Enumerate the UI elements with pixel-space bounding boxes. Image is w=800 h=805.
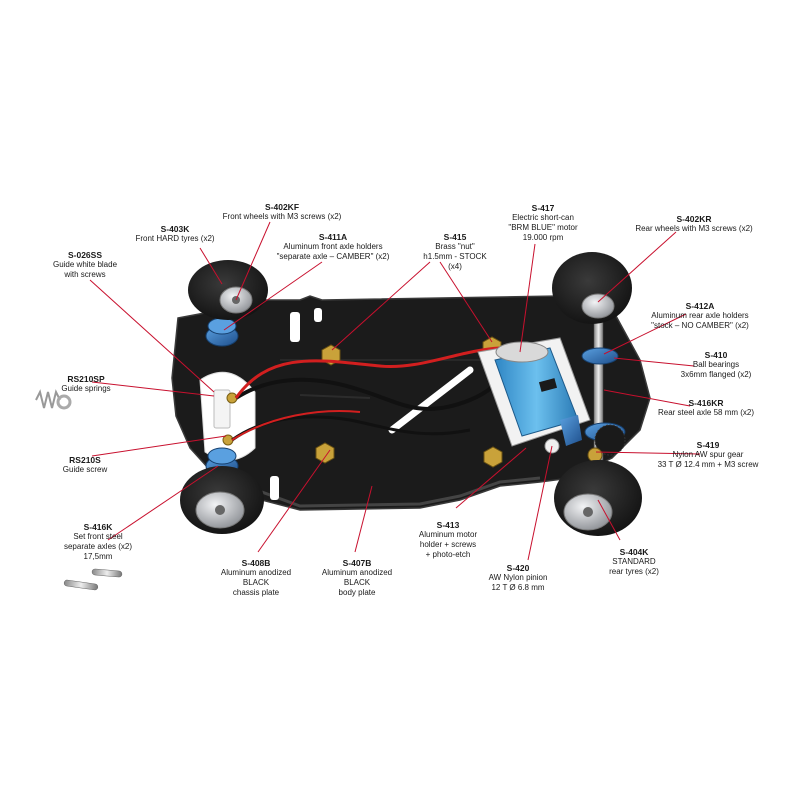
- leader-407b: [354, 485, 373, 553]
- label-407b: S-407B Aluminum anodized BLACK body plat…: [321, 558, 393, 597]
- leader-026ss: [89, 279, 215, 393]
- leader-410: [613, 357, 695, 367]
- leader-412a: [603, 313, 687, 355]
- leader-408b: [257, 449, 331, 553]
- label-403k: S-403K Front HARD tyres (x2): [135, 224, 215, 243]
- leader-lines: [89, 221, 701, 561]
- label-404k: S-404K STANDARD rear tyres (x2): [609, 547, 659, 576]
- leader-415-a: [331, 261, 431, 351]
- leader-413: [455, 447, 527, 509]
- motor-assembly: [477, 337, 591, 454]
- label-419: S-419 Nylon AW spur gear 33 T Ø 12.4 mm …: [657, 440, 759, 469]
- label-rs210sp: RS210SP Guide springs: [61, 374, 111, 393]
- label-026ss: S-026SS Guide white blade with screws: [52, 250, 118, 279]
- leader-419: [595, 451, 701, 455]
- label-415: S-415 Brass "nut" h1.5mm - STOCK (x4): [423, 232, 487, 271]
- label-416k: S-416K Set front steel separate axles (x…: [63, 522, 133, 561]
- front-right-wheel: [180, 466, 264, 534]
- label-420: S-420 AW Nylon pinion 12 T Ø 6.8 mm: [488, 563, 548, 592]
- rear-axle: [581, 299, 626, 463]
- leader-417: [519, 243, 536, 353]
- leader-420: [527, 445, 553, 561]
- leader-rs210sp: [91, 381, 215, 397]
- label-411a: S-411A Aluminum front axle holders "sepa…: [276, 232, 390, 261]
- rear-right-wheel: [554, 460, 642, 536]
- label-416kr: S-416KR Rear steel axle 58 mm (x2): [657, 398, 755, 417]
- label-408b: S-408B Aluminum anodized BLACK chassis p…: [220, 558, 292, 597]
- leader-416k: [107, 465, 219, 541]
- label-410: S-410 Ball bearings 3x6mm flanged (x2): [680, 350, 752, 379]
- leader-404k: [597, 499, 621, 541]
- label-402kr: S-402KR Rear wheels with M3 screws (x2): [635, 214, 753, 233]
- guide-blade: [213, 389, 238, 446]
- leader-rs210s: [91, 435, 227, 457]
- label-402kf: S-402KF Front wheels with M3 screws (x2): [222, 202, 342, 221]
- leader-416kr: [603, 389, 691, 407]
- part-code: S-026SS: [67, 250, 103, 260]
- front-left-wheel: [188, 260, 268, 320]
- leader-402kr: [597, 231, 677, 303]
- guide-springs: [35, 389, 72, 410]
- leader-402kf: [235, 221, 271, 301]
- leader-415-b: [439, 261, 493, 343]
- label-413: S-413 Aluminum motor holder + screws + p…: [418, 520, 478, 559]
- leader-403k: [199, 247, 223, 285]
- label-rs210s: RS210S Guide screw: [62, 455, 108, 474]
- rear-left-wheel: [552, 252, 632, 324]
- label-417: S-417 Electric short-can "BRM BLUE" moto…: [508, 203, 578, 242]
- label-412a: S-412A Aluminum rear axle holders "stock…: [651, 301, 749, 330]
- leader-411a: [223, 261, 323, 331]
- front-separate-axles: [63, 568, 123, 591]
